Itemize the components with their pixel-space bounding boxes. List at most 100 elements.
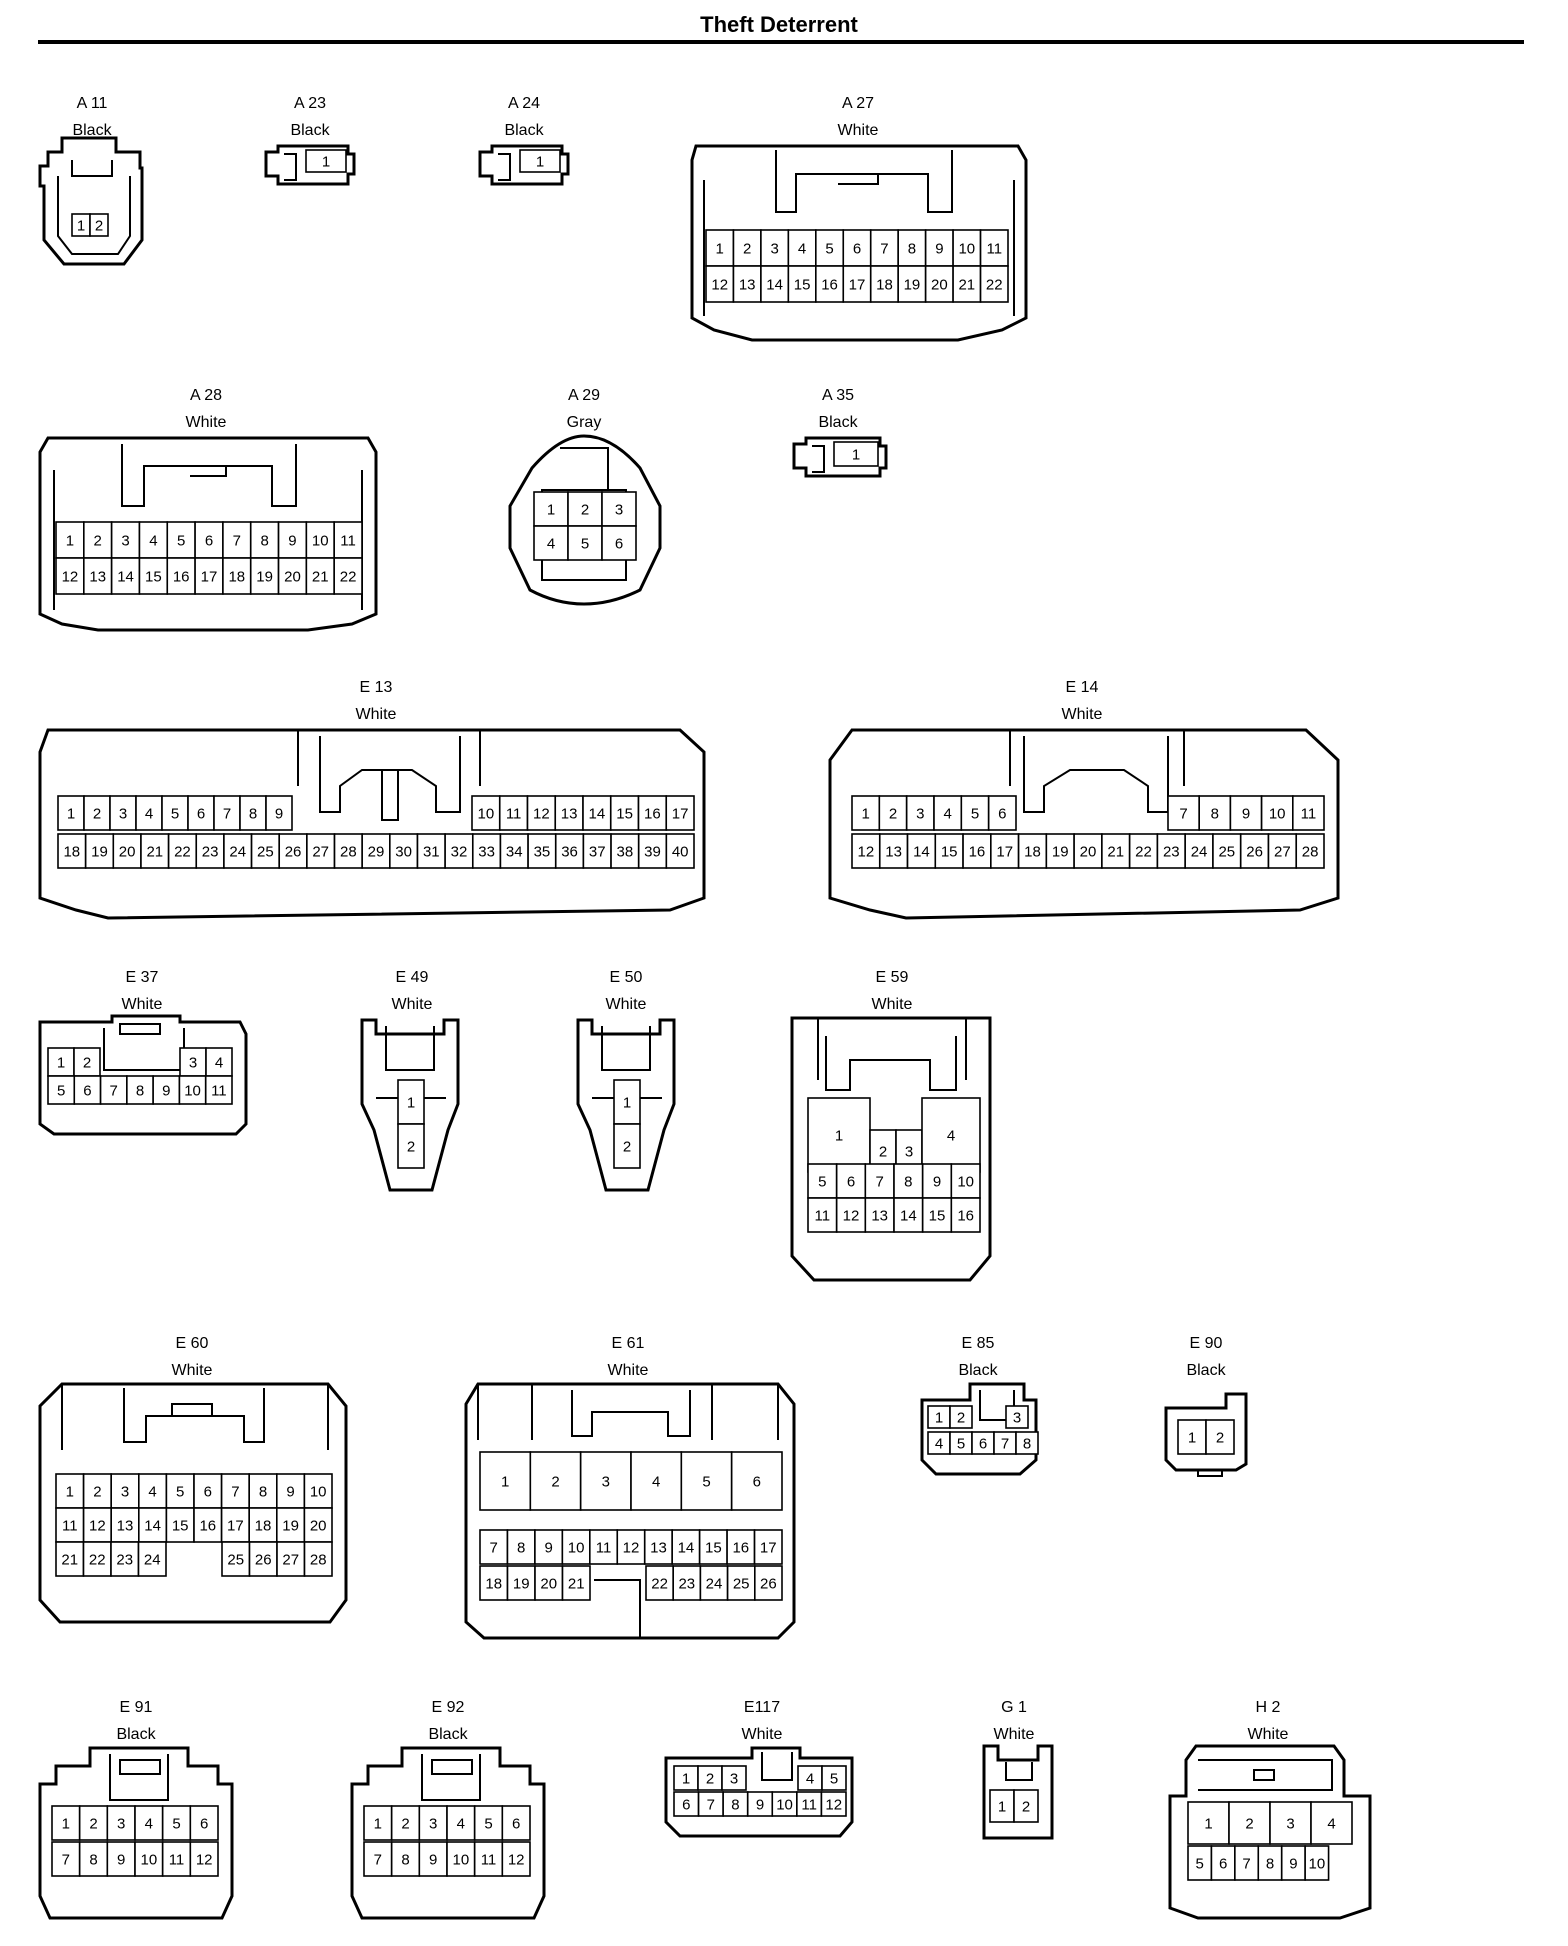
connector-e13-housing <box>38 728 706 920</box>
pin-number: 12 <box>843 1208 860 1225</box>
pin-number: 12 <box>196 1852 213 1869</box>
pin-cell: 8 <box>248 1473 278 1509</box>
pin-box <box>1017 833 1048 869</box>
pin-number: 20 <box>1080 844 1097 861</box>
pin-cell: 14 <box>138 1507 168 1543</box>
pin-number: 1 <box>67 806 75 823</box>
pin-box <box>797 1765 823 1791</box>
pin-cell: 10 <box>471 795 501 831</box>
connector-e13-color: White <box>356 706 397 723</box>
pin-box <box>178 1075 207 1105</box>
pin-number: 1 <box>66 1484 74 1501</box>
pin-number: 2 <box>879 1144 887 1161</box>
connector-e85-label: E 85 <box>962 1335 995 1352</box>
pin-cell: 17 <box>220 1507 251 1543</box>
pin-number: 22 <box>340 569 357 586</box>
pin-cell: 3 <box>1269 1801 1312 1845</box>
pin-number: 14 <box>144 1518 161 1535</box>
pin-box <box>303 1473 333 1509</box>
pin-box <box>222 557 252 595</box>
pin-cell: 7 <box>697 1791 724 1817</box>
pin-number: 1 <box>322 154 330 171</box>
pin-number: 25 <box>733 1576 750 1593</box>
pin-cell: 22 <box>979 265 1009 303</box>
pin-cell: 6 <box>73 1075 102 1105</box>
pin-cell: 33 <box>471 833 502 869</box>
pin-box <box>506 1565 536 1601</box>
connector-a11-latch-1 <box>71 160 113 177</box>
pin-cell: 27 <box>276 1541 306 1577</box>
pin-cell: 3 <box>179 1047 207 1077</box>
pin-box <box>905 795 935 831</box>
pin-number: 15 <box>794 277 811 294</box>
pin-number: 2 <box>1216 1430 1224 1447</box>
pin-cell: 24 <box>137 1541 167 1577</box>
pin-number: 26 <box>285 844 302 861</box>
pin-number: 8 <box>249 806 257 823</box>
pin-number: 25 <box>257 844 274 861</box>
pin-cell: 26 <box>248 1541 278 1577</box>
connector-e117-color: White <box>742 1726 783 1743</box>
pin-box <box>950 1197 981 1233</box>
pin-number: 7 <box>233 533 241 550</box>
pin-number: 9 <box>275 806 283 823</box>
pin-box <box>110 1473 140 1509</box>
pin-number: 5 <box>177 533 185 550</box>
connector-a24-latch-0 <box>498 153 511 181</box>
pin-box <box>1260 795 1294 831</box>
pin-box <box>833 441 879 467</box>
pin-cell: 27 <box>1267 833 1298 869</box>
pin-cell: 6 <box>987 795 1017 831</box>
pin-cell: 11 <box>589 1529 619 1565</box>
pin-cell: 17 <box>194 557 224 595</box>
pin-number: 6 <box>83 1083 91 1100</box>
pin-number: 1 <box>66 533 74 550</box>
pin-cell: 5 <box>821 1765 847 1791</box>
pin-box <box>446 1805 476 1841</box>
pin-number: 6 <box>979 1436 987 1453</box>
pin-number: 26 <box>1246 844 1263 861</box>
pin-cell: 1 <box>55 1473 85 1509</box>
pin-box <box>613 1123 641 1169</box>
pin-box <box>760 265 790 303</box>
pin-number: 11 <box>801 1797 817 1814</box>
pin-number: 15 <box>172 1518 189 1535</box>
pin-cell: 4 <box>630 1451 683 1511</box>
pin-number: 8 <box>89 1852 97 1869</box>
pin-number: 5 <box>971 806 979 823</box>
pin-number: 21 <box>312 569 329 586</box>
pin-cell: 8 <box>893 1163 924 1199</box>
pin-box <box>276 1541 306 1577</box>
pin-number: 17 <box>760 1540 777 1557</box>
pin-number: 23 <box>116 1552 133 1569</box>
connector-e59-color: White <box>872 996 913 1013</box>
pin-cell: 7 <box>222 521 252 559</box>
pin-cell: 11 <box>498 795 529 831</box>
pin-box <box>204 1075 233 1105</box>
pin-cell: 8 <box>1198 795 1232 831</box>
pin-number: 5 <box>176 1484 184 1501</box>
pin-cell: 11 <box>1292 795 1325 831</box>
pin-number: 34 <box>506 844 523 861</box>
pin-number: 5 <box>957 1436 965 1453</box>
pin-box <box>248 1473 278 1509</box>
pin-cell: 14 <box>893 1197 924 1233</box>
pin-cell: 12 <box>616 1529 646 1565</box>
pin-box <box>306 833 336 869</box>
pin-number: 9 <box>544 1540 552 1557</box>
pin-box <box>519 149 561 173</box>
pin-cell: 6 <box>193 1473 223 1509</box>
pin-number: 2 <box>1245 1816 1253 1833</box>
connector-e60-label: E 60 <box>176 1335 209 1352</box>
pin-cell: 4 <box>134 1805 164 1841</box>
pin-number: 1 <box>62 1816 70 1833</box>
pin-cell: 19 <box>275 1507 306 1543</box>
pin-box <box>189 1841 219 1877</box>
pin-box <box>567 525 603 561</box>
connector-g1-latch-0 <box>1005 1762 1033 1781</box>
pin-number: 10 <box>1309 1856 1326 1873</box>
pin-cell: 9 <box>275 1473 306 1509</box>
pin-box <box>84 833 115 869</box>
pin-cell: 8 <box>506 1529 536 1565</box>
pin-cell: 3 <box>905 795 935 831</box>
